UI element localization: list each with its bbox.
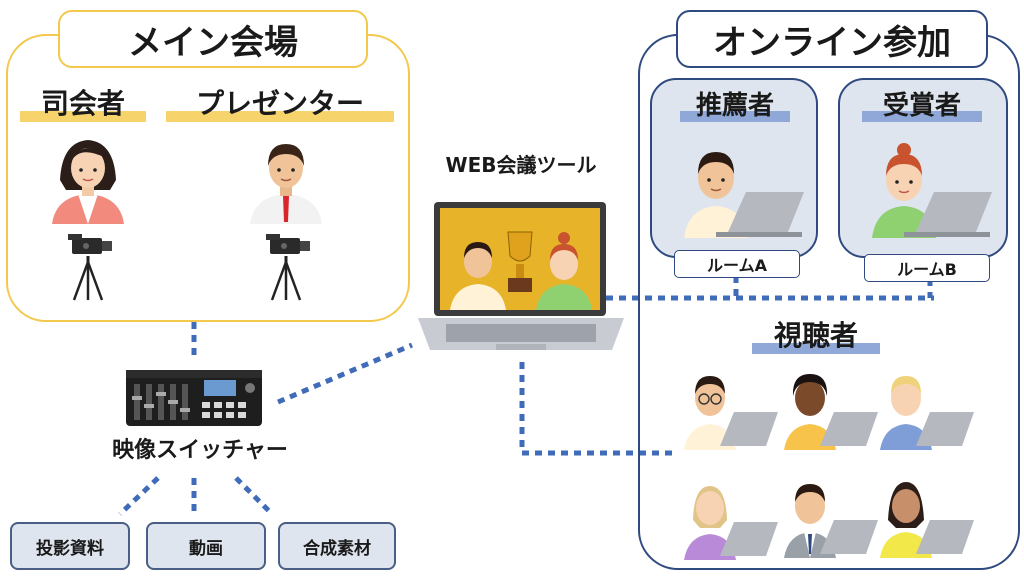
laptop-icon [418,202,624,350]
camera-icon [266,234,310,301]
connector-laptop-to-viewers [519,362,672,456]
presenter-person-icon [250,144,322,224]
host-person-icon [52,140,124,224]
recommender-person-icon [684,152,804,238]
source-composite-button[interactable]: 合成素材 [278,522,396,570]
connector-switcher-to-projection [118,476,160,516]
switcher-label: 映像スイッチャー [112,438,288,463]
video-switcher-icon [126,370,262,426]
room-a-tag: ルームA [674,250,800,278]
connector-switcher-to-laptop [277,342,413,405]
viewers-label: 視聴者 [752,316,880,354]
viewer-person-icon [784,484,878,558]
awardee-person-icon [872,143,992,238]
online-title: オンライン参加 [676,10,988,68]
role-label-presenter: プレゼンター [166,84,394,122]
viewer-person-icon [880,376,974,450]
source-video-button[interactable]: 動画 [146,522,266,570]
viewer-person-icon [684,376,778,450]
role-label-host: 司会者 [20,84,146,122]
web-tool-label: WEB会議ツール [445,153,597,177]
viewer-person-icon [784,374,878,450]
main-venue-title: メイン会場 [58,10,368,68]
role-label-recommender: 推薦者 [680,84,790,122]
viewer-person-icon [880,482,974,558]
camera-icon [68,234,112,301]
source-projection-button[interactable]: 投影資料 [10,522,130,570]
room-b-tag: ルームB [864,254,990,282]
role-label-awardee: 受賞者 [862,84,982,122]
connector-switcher-to-composite [234,476,274,516]
viewer-person-icon [684,486,778,560]
